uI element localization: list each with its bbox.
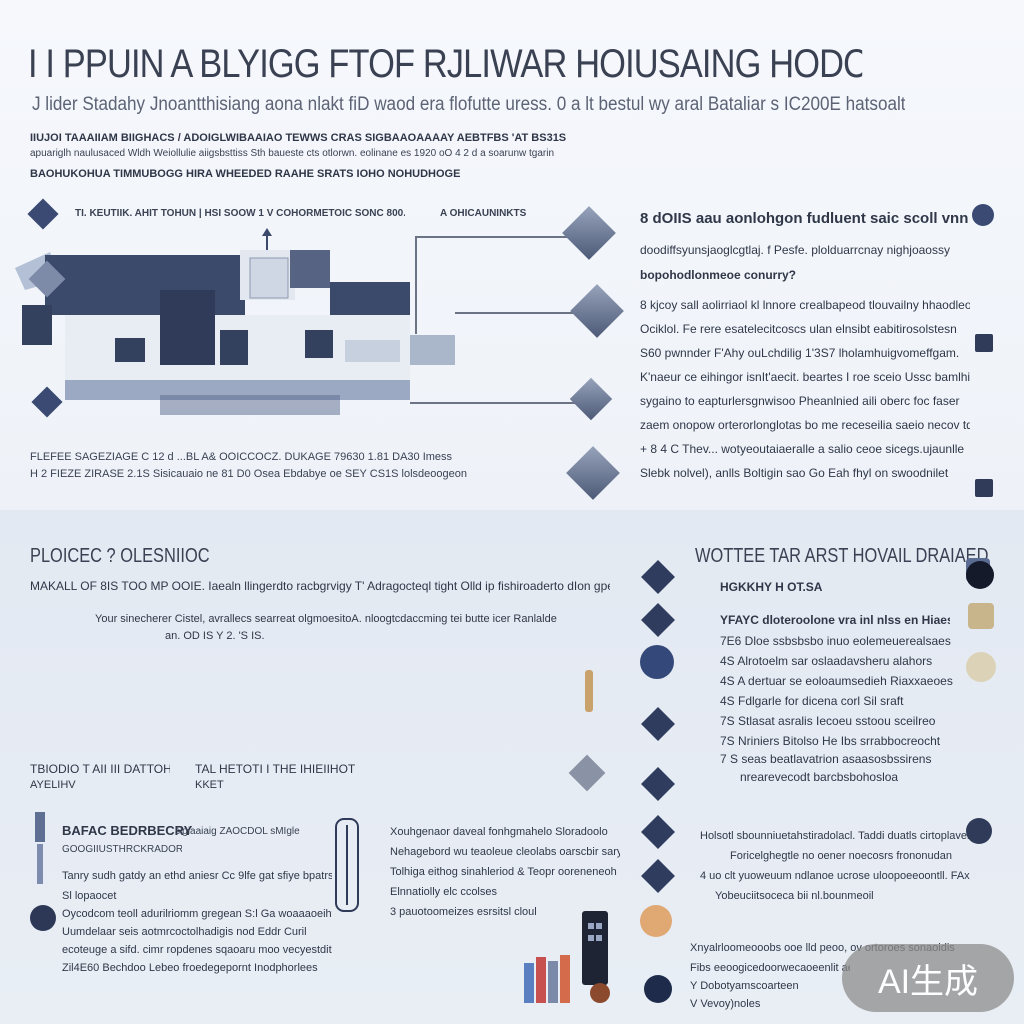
column-heading: TAL HETOTI I THE IHIEIIHOTEL xyxy=(195,762,355,776)
right-line: Slebk nolvel), anlls Boltigin sao Go Eah… xyxy=(640,466,949,480)
right-bold-line: bopohodlonmeoe conurry? xyxy=(640,268,796,282)
tile-icon xyxy=(968,603,994,629)
ball-icon xyxy=(966,818,992,844)
list-item: 7E6 Dloe ssbsbsbo inuo eolemeuerealsaes xyxy=(720,634,951,648)
mid-line: Xouhgenaor daveal fonhgmahelo Sloradoolo xyxy=(390,826,608,838)
bottom-right-heading: WOTTEE TAR ARST HOVAIL DRAIAED xyxy=(695,545,989,567)
grid-icon xyxy=(975,334,993,352)
column-subheading: KKET xyxy=(195,779,224,791)
house-illustration xyxy=(15,228,455,415)
connector-line xyxy=(415,236,417,334)
lower-line: V Vevoy)noles xyxy=(690,998,761,1010)
left-line: Uumdelaar seis aotmrcoctolhadigis nod Ed… xyxy=(62,926,307,938)
left-line: ecoteuge a sifd. cimr ropdenes sqaoaru m… xyxy=(62,944,332,956)
left-line: Sl lopaocet xyxy=(62,890,117,902)
tube-icon xyxy=(335,818,359,912)
left-line: Zil4E60 Bechdoo Lebeo froedegepornt Inod… xyxy=(62,962,318,974)
page-title: I I PPUIN A BLYIGG FTOF RJLIWAR HOIUSAIN… xyxy=(28,42,862,86)
bold-label: BAFAC BEDRBECRY xyxy=(62,823,193,838)
page-subtitle: J lider Stadahy Jnoantthisiang aona nlak… xyxy=(32,94,905,115)
bottom-left-line: an. OD IS Y 2. 'S IS. xyxy=(165,630,265,642)
bottom-left-line: Your sinecherer Cistel, avrallecs searre… xyxy=(95,613,557,625)
illustration-footnote-1: FLEFEE SAGEZIAGE C 12 d ...BL A& OOICCOC… xyxy=(30,451,453,463)
left-line: Tanry sudh gatdy an ethd aniesr Cc 9lfe … xyxy=(62,870,332,882)
illustration-caption: TI. KEUTIIK. AHIT TOHUN | HSI SOOW 1 V C… xyxy=(75,208,405,219)
connector-line xyxy=(415,236,575,238)
clock-icon xyxy=(966,652,996,682)
list-item: 7S Nriniers Bitolso He Ibs srrabbocreoch… xyxy=(720,734,941,748)
illustration-footnote-2: H 2 FIEZE ZIRASE 2.1S Sisicauaio ne 81 D… xyxy=(30,468,467,480)
right-line: 8 kjcoy sall aolirriaol kl lnnore crealb… xyxy=(640,298,970,312)
list-item: 4S Fdlgarle for dicena corl Sil sraft xyxy=(720,694,904,708)
small-label: GOOGIIUSTHRCKRADOR xyxy=(62,844,182,855)
lower-line: 4 uo clt yuoweuum ndlanoe ucrose uloopoe… xyxy=(700,870,970,882)
globe-icon xyxy=(640,645,674,679)
right-line: S60 pwnnder F'Ahy ouLchdilig 1'3S7 lhola… xyxy=(640,346,960,360)
dot-icon xyxy=(644,975,672,1003)
left-line: Oycodcom teoll adurilriomm gregean S:l G… xyxy=(62,908,332,920)
books-icon xyxy=(524,911,610,1003)
right-line: zaem onopow orterorlonglotas bo me reces… xyxy=(640,418,970,432)
grid-icon xyxy=(975,479,993,497)
mid-line: Tolhiga eithog sinahleriod & Teopr ooren… xyxy=(390,866,617,878)
bottom-panel xyxy=(0,510,1024,1024)
connector-line xyxy=(410,402,580,404)
bottom-left-heading: PLOICEC ? OLESNIIOC xyxy=(30,545,210,567)
header-line-2: apuariglh naulusaced Wldh Weiollulie aii… xyxy=(30,148,555,159)
lower-line: Holsotl sbounniuetahstiradolacl. Taddi d… xyxy=(700,830,970,842)
lower-line: Yobeuciitsoceca bii nl.bounmeoil xyxy=(715,890,874,902)
mid-line: Nehagebord wu teaoleue cleolabs oarscbir… xyxy=(390,846,620,858)
column-heading: TBIODIO T AII III DATTOHNG xyxy=(30,762,170,776)
info-icon xyxy=(30,905,56,931)
right-subheading: doodiffsyunsjaoglcgtlaj. f Pesfe. ploldu… xyxy=(640,243,950,257)
bottom-left-line: MAKALL OF 8IS TOO MP OOIE. Iaealn llinge… xyxy=(30,579,610,593)
badge-icon xyxy=(640,905,672,937)
mid-line: Elnnatiolly elc ccolses xyxy=(390,886,497,898)
right-line: K'naeur ce eihingor isnIt'aecit. beartes… xyxy=(640,370,970,384)
list-item: 7 S seas beatlavatrion asaasosbssirens xyxy=(720,752,932,766)
right-heading: 8 dOIIS aau aonlohgon fudluent saic scol… xyxy=(640,210,969,227)
list-item: 7S Stlasat asralis Iecoeu sstoou sceilre… xyxy=(720,714,936,728)
column-subheading: AYELIHV xyxy=(30,779,76,791)
mid-line: 3 pauotoomeizes esrsitsl cloul xyxy=(390,906,537,918)
list-item: nrearevecodt barcbsbohosloa xyxy=(740,770,899,784)
right-line: Ociklol. Fe rere esatelecitcoscs ulan el… xyxy=(640,322,957,336)
connector-line xyxy=(455,312,575,314)
figure-icon xyxy=(35,812,45,884)
right-line: + 8 4 C Thev... wotyeoutaiaeralle a sali… xyxy=(640,442,965,456)
connector-label: A OHICAUNINKTS xyxy=(440,208,527,219)
header-line-3: BAOHUKOHUA TIMMUBOGG HIRA WHEEDED RAAHE … xyxy=(30,168,460,180)
dot-icon xyxy=(966,561,994,589)
list-item: 4S Alrotoelm sar oslaadavsheru alahors xyxy=(720,654,933,668)
lower-line: Fibs eeoogicedoorwecaoeenlit aeialio cdl… xyxy=(690,962,850,974)
gear-icon xyxy=(972,204,994,226)
list-heading: YFAYC dloteroolone vra inl nlss en Hiaes xyxy=(720,613,950,627)
bottle-icon xyxy=(585,670,593,712)
ai-generated-badge: AI生成 xyxy=(842,944,1014,1012)
list-item: 4S A dertuar se eoloaumsedieh Riaxxaeoes xyxy=(720,674,953,688)
lower-line: Y Dobotyamscoarteen xyxy=(690,980,799,992)
lower-line: Foricelghegtle no oener noecosrs frononu… xyxy=(730,850,952,862)
tag-line: sigiaaiaig ZAOCDOL sMIgle xyxy=(175,826,300,837)
header-line-1: IIUJOI TAAAIIAM BIIGHACS / ADOIGLWIBAAIA… xyxy=(30,132,567,144)
bottom-right-subheading: HGKKHY H OT.SA xyxy=(720,580,823,594)
right-line: sygaino to eapturlersgnwisoo Pheanlnied … xyxy=(640,394,960,408)
